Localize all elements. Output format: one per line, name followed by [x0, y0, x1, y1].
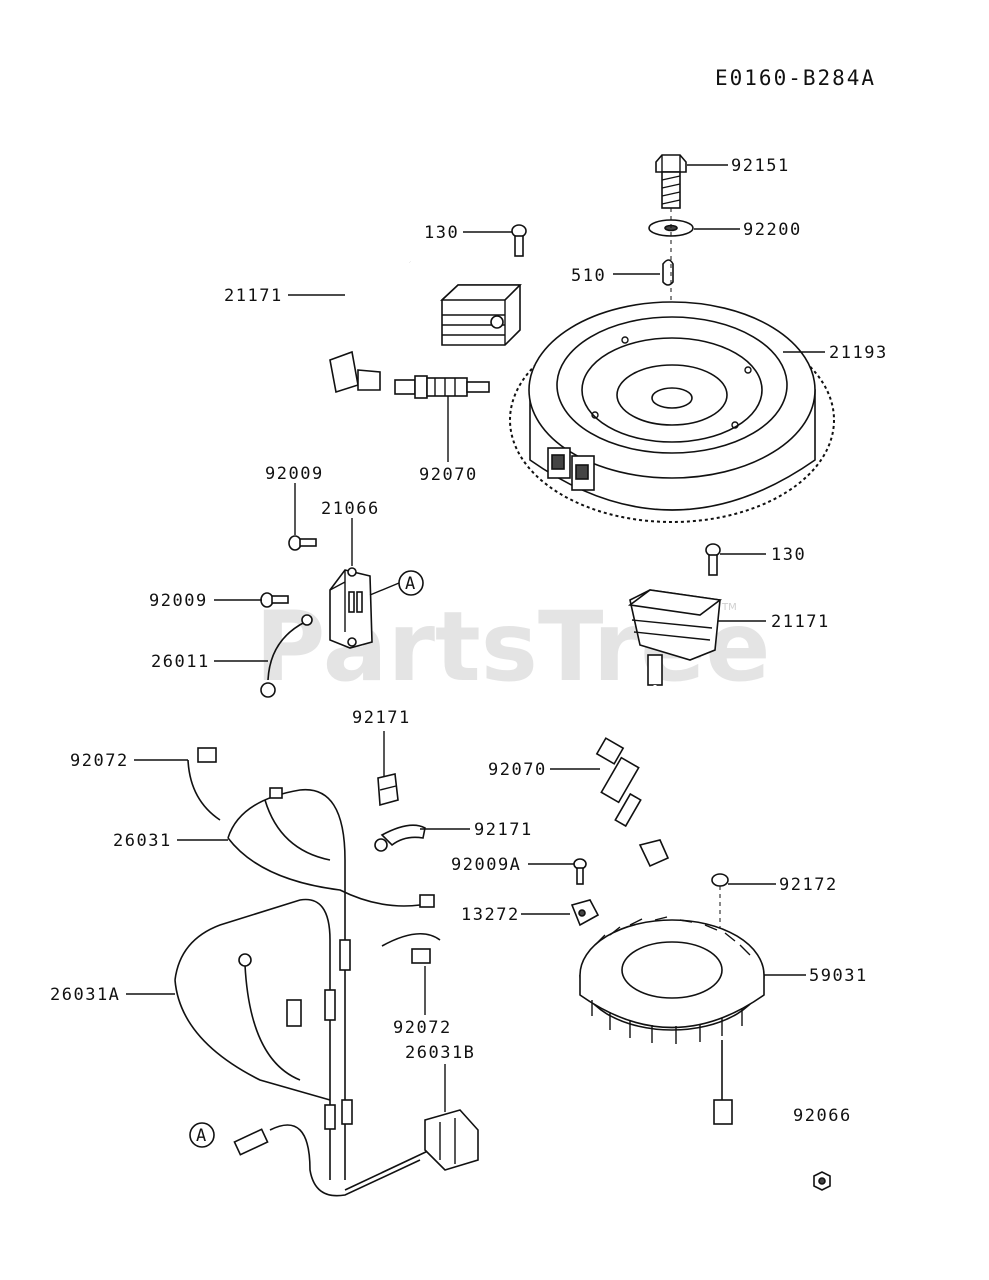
label-92151: 92151	[731, 156, 790, 176]
label-92200: 92200	[743, 220, 802, 240]
band-92072-upper[interactable]	[187, 747, 221, 821]
svg-text:A: A	[196, 1126, 208, 1146]
spark-plug-92070-upper[interactable]	[394, 375, 490, 399]
label-92066: 92066	[793, 1106, 852, 1126]
label-92171-lower: 92171	[474, 820, 533, 840]
label-21171-upper: 21171	[224, 286, 283, 306]
wire-harness-26031[interactable]	[227, 787, 435, 1180]
label-92172: 92172	[779, 875, 838, 895]
band-92072-lower[interactable]	[381, 932, 441, 964]
part-labels: 92151 92200 130 510 21171 21193 92070 92…	[50, 156, 888, 1126]
wire-harness-26031A[interactable]	[174, 898, 336, 1181]
label-510: 510	[571, 266, 606, 286]
label-92070-lower: 92070	[488, 760, 547, 780]
clamp-92171-upper[interactable]	[377, 773, 399, 807]
watermark-trademark: TM	[721, 602, 737, 613]
label-92072-upper: 92072	[70, 751, 129, 771]
svg-text:A: A	[405, 574, 417, 594]
label-59031: 59031	[809, 966, 868, 986]
label-92072-lower: 92072	[393, 1018, 452, 1038]
spark-plug-92070-lower[interactable]	[595, 737, 642, 828]
regulator-screw-92009-upper[interactable]	[288, 535, 317, 551]
label-92009-lower: 92009	[149, 591, 208, 611]
stator-59031[interactable]	[579, 916, 765, 1125]
label-92009-upper: 92009	[265, 464, 324, 484]
label-21066: 21066	[321, 499, 380, 519]
plate-13272[interactable]	[570, 899, 600, 927]
label-130-upper: 130	[424, 223, 459, 243]
callout-marker-a-top: A	[398, 570, 424, 596]
diagram-code: E0160-B284A	[715, 66, 876, 90]
wire-harness-26031B[interactable]	[233, 1099, 479, 1197]
label-26011: 26011	[151, 652, 210, 672]
ignition-coil-21171-lower[interactable]	[627, 589, 723, 868]
label-13272: 13272	[461, 905, 520, 925]
coil-screw-130-lower[interactable]	[705, 543, 721, 576]
label-92009A: 92009A	[451, 855, 521, 875]
label-21193: 21193	[829, 343, 888, 363]
regulator-21066[interactable]	[329, 567, 373, 649]
stator-screw-92009A[interactable]	[573, 858, 587, 885]
spark-plug-cap-upper[interactable]	[329, 350, 381, 394]
leader-lines	[126, 164, 825, 1112]
ground-lead-26011[interactable]	[260, 614, 313, 698]
label-26031B: 26031B	[405, 1043, 475, 1063]
nut-92066[interactable]	[813, 1171, 831, 1191]
callout-marker-a-bottom: A	[189, 1122, 215, 1148]
clamp-92171-lower[interactable]	[374, 824, 426, 852]
label-26031A: 26031A	[50, 985, 120, 1005]
ignition-coil-21171-upper[interactable]	[343, 236, 522, 355]
flywheel-21193[interactable]	[509, 301, 835, 523]
flywheel-bolt-92151[interactable]	[655, 154, 687, 209]
label-92171-upper: 92171	[352, 708, 411, 728]
label-130-lower: 130	[771, 545, 806, 565]
label-26031: 26031	[113, 831, 172, 851]
label-92070-upper: 92070	[419, 465, 478, 485]
label-21171-lower: 21171	[771, 612, 830, 632]
coil-screw-130-upper[interactable]	[511, 224, 527, 257]
